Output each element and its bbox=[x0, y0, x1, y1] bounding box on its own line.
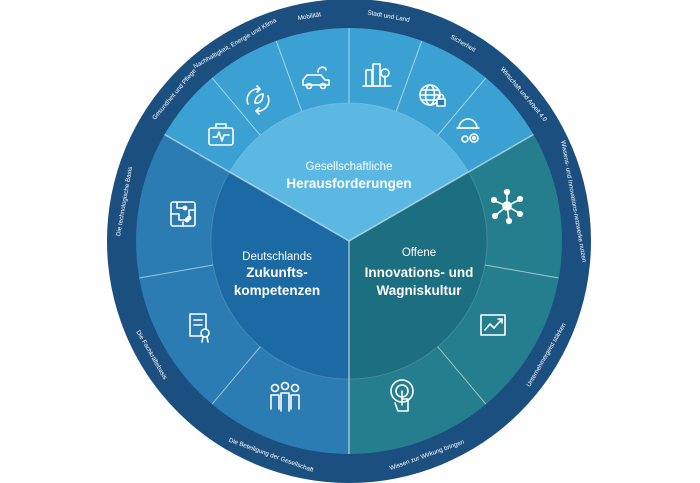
center-right-line1: Offene bbox=[402, 247, 436, 259]
center-left-line1: Deutschlands bbox=[242, 251, 312, 263]
circuit-board-icon bbox=[170, 201, 196, 227]
band-divider bbox=[484, 264, 559, 279]
band-divider bbox=[275, 40, 303, 112]
band-divider bbox=[139, 264, 214, 279]
globe-lock-icon bbox=[419, 84, 446, 107]
center-ring-edge bbox=[210, 102, 488, 380]
electric-car-icon bbox=[302, 66, 330, 90]
band-divider bbox=[211, 77, 261, 136]
growth-chart-icon bbox=[480, 314, 506, 336]
center-top-line2: Herausforderungen bbox=[286, 176, 411, 191]
center-top-line1: Gesellschaftliche bbox=[306, 161, 393, 173]
network-icon bbox=[490, 188, 524, 225]
group-icon bbox=[270, 381, 300, 412]
certificate-icon bbox=[189, 313, 210, 343]
main-divider bbox=[164, 133, 350, 242]
band-divider bbox=[395, 40, 423, 112]
center-right-line2: Innovations- und bbox=[365, 265, 474, 280]
band-divider bbox=[437, 77, 487, 136]
band-divider bbox=[211, 346, 261, 405]
center-left-line3: kompetenzen bbox=[234, 283, 320, 298]
center-right bbox=[349, 172, 487, 379]
recycle-leaf-icon bbox=[246, 85, 270, 115]
band-divider bbox=[437, 346, 487, 405]
ring-label: Mobilität bbox=[297, 11, 322, 22]
touch-hand-icon bbox=[390, 379, 414, 412]
sector-dividers bbox=[139, 28, 559, 454]
city-tree-icon bbox=[362, 63, 392, 87]
center-left bbox=[210, 172, 349, 379]
center-right-line3: Wagniskultur bbox=[376, 283, 462, 298]
medical-bag-icon bbox=[208, 123, 234, 146]
center-left-line2: Zukunfts- bbox=[246, 265, 308, 280]
gears-helmet-icon bbox=[456, 118, 480, 143]
main-divider bbox=[348, 133, 534, 242]
